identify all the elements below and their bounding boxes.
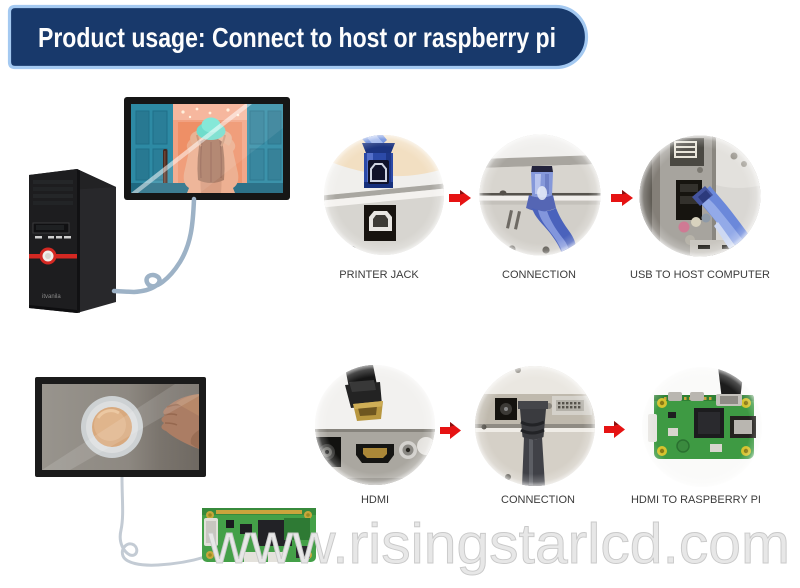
svg-text:HDMI TO RASPBERRY PI: HDMI TO RASPBERRY PI (631, 494, 761, 506)
svg-text:www.risingstarlcd.com: www.risingstarlcd.com (207, 512, 790, 576)
svg-text:CONNECTION: CONNECTION (501, 494, 575, 506)
svg-text:itvanila: itvanila (42, 294, 61, 300)
svg-text:USB TO HOST COMPUTER: USB TO HOST COMPUTER (630, 269, 770, 281)
svg-text:HDMI: HDMI (361, 494, 389, 506)
svg-text:PRINTER JACK: PRINTER JACK (339, 269, 419, 281)
svg-text:CONNECTION: CONNECTION (502, 269, 576, 281)
svg-text:Product usage: Connect to host: Product usage: Connect to host or raspbe… (38, 22, 556, 53)
